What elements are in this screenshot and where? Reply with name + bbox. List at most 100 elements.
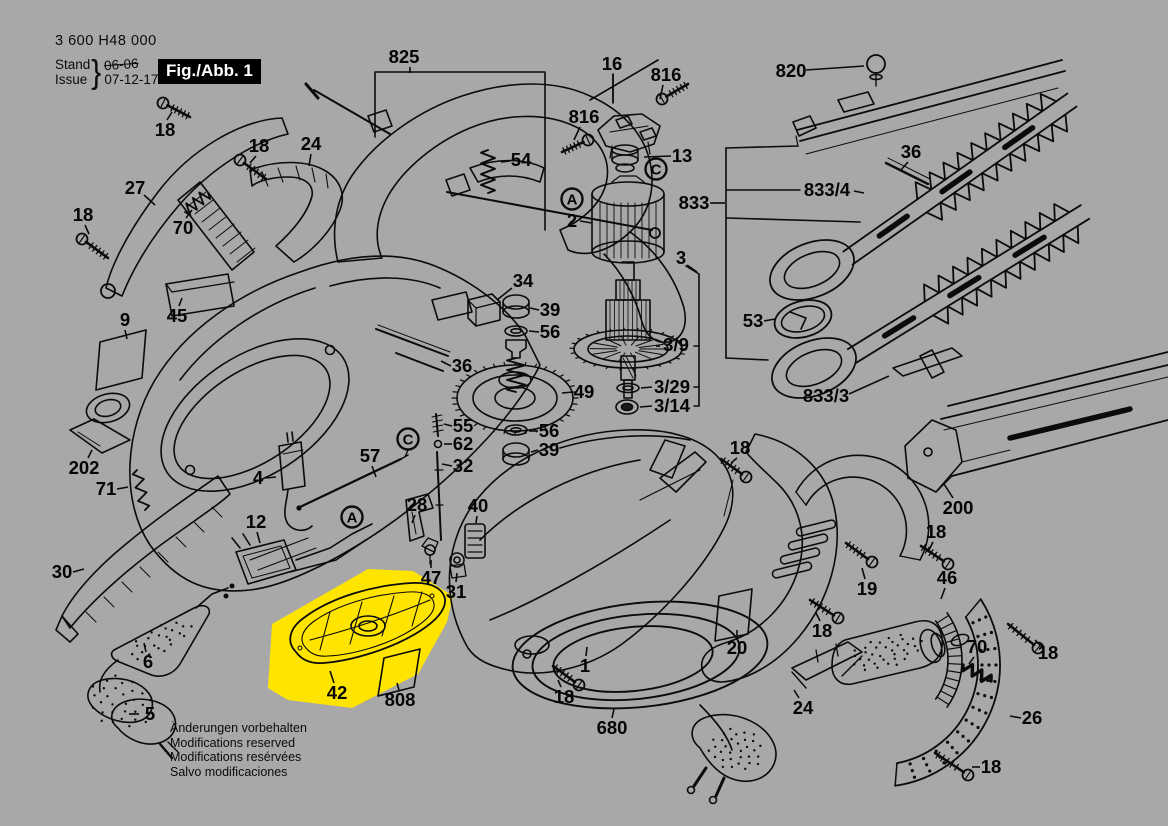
part-label-9[interactable]: 9 [120, 309, 130, 330]
note-de: Änderungen vorbehalten [170, 721, 307, 735]
part-label-28[interactable]: 28 [407, 494, 428, 515]
leader-line [529, 307, 540, 311]
leader-line [178, 297, 183, 307]
part-label-820[interactable]: 820 [776, 60, 807, 81]
part-label-1[interactable]: 1 [580, 655, 590, 676]
part-label-45[interactable]: 45 [167, 305, 188, 326]
leader-line [396, 682, 400, 691]
part-label-56[interactable]: 56 [539, 420, 560, 441]
part-label-24[interactable]: 24 [301, 133, 322, 154]
leader-line [805, 65, 865, 71]
part-label-200[interactable]: 200 [943, 497, 974, 518]
type-number: 3 600 H48 000 [55, 33, 157, 49]
part-label-62[interactable]: 62 [453, 433, 474, 454]
leader-line [72, 568, 85, 573]
part-label-3/14[interactable]: 3/14 [654, 395, 691, 416]
leader-line [730, 457, 738, 464]
part-label-31[interactable]: 31 [446, 581, 467, 602]
leader-line [143, 194, 156, 206]
part-label-3/9[interactable]: 3/9 [663, 334, 689, 355]
leader-line [968, 656, 975, 665]
part-label-16[interactable]: 16 [602, 53, 623, 74]
part-label-825[interactable]: 825 [389, 46, 420, 67]
part-label-20[interactable]: 20 [727, 637, 748, 658]
part-label-56[interactable]: 56 [540, 321, 561, 342]
part-label-18[interactable]: 18 [981, 756, 1002, 777]
leader-line [308, 153, 312, 167]
leader-line [185, 209, 193, 219]
part-label-833[interactable]: 833 [679, 192, 710, 213]
part-label-13[interactable]: 13 [672, 145, 693, 166]
part-label-680[interactable]: 680 [597, 717, 628, 738]
part-label-39[interactable]: 39 [540, 299, 561, 320]
part-label-18[interactable]: 18 [926, 521, 947, 542]
leader-line [455, 572, 458, 583]
part-label-36[interactable]: 36 [901, 141, 922, 162]
part-label-833/3[interactable]: 833/3 [803, 385, 849, 406]
part-label-30[interactable]: 30 [52, 561, 73, 582]
leader-line [763, 318, 776, 322]
part-label-39[interactable]: 39 [539, 439, 560, 460]
part-label-40[interactable]: 40 [468, 495, 489, 516]
detail-marker-C: C [651, 162, 662, 179]
part-label-18[interactable]: 18 [249, 135, 270, 156]
part-label-27[interactable]: 27 [125, 177, 146, 198]
part-label-57[interactable]: 57 [360, 445, 381, 466]
part-label-32[interactable]: 32 [453, 455, 474, 476]
part-label-202[interactable]: 202 [69, 457, 100, 478]
part-label-12[interactable]: 12 [246, 511, 267, 532]
leader-line [815, 612, 821, 622]
figure-label: Fig./Abb. 1 [158, 59, 261, 84]
part-label-19[interactable]: 19 [857, 578, 878, 599]
leader-line [528, 330, 540, 333]
part-label-47[interactable]: 47 [421, 567, 442, 588]
detail-marker-C: C [403, 432, 414, 449]
part-label-55[interactable]: 55 [453, 415, 474, 436]
part-label-49[interactable]: 49 [574, 381, 595, 402]
highlight-region-part-42[interactable] [268, 569, 453, 708]
part-label-18[interactable]: 18 [730, 437, 751, 458]
leader-line [116, 486, 129, 490]
detail-marker-circle-C [396, 427, 420, 451]
leader-line [443, 423, 453, 427]
leader-line [371, 465, 377, 478]
part-label-18[interactable]: 18 [812, 620, 833, 641]
part-label-18[interactable]: 18 [1038, 642, 1059, 663]
part-label-54[interactable]: 54 [511, 149, 532, 170]
part-label-3/29[interactable]: 3/29 [654, 376, 690, 397]
part-label-4[interactable]: 4 [253, 467, 264, 488]
part-label-24[interactable]: 24 [793, 697, 814, 718]
part-label-71[interactable]: 71 [96, 478, 117, 499]
leader-line [530, 449, 539, 453]
part-label-5[interactable]: 5 [145, 703, 155, 724]
part-label-833/4[interactable]: 833/4 [804, 179, 851, 200]
leader-line [1034, 639, 1043, 648]
part-label-18[interactable]: 18 [554, 686, 575, 707]
part-label-46[interactable]: 46 [937, 567, 958, 588]
part-label-816[interactable]: 816 [651, 64, 682, 85]
part-label-53[interactable]: 53 [743, 310, 764, 331]
part-label-808[interactable]: 808 [385, 689, 416, 710]
leader-line [861, 567, 866, 580]
leader-line [441, 463, 453, 467]
leader-line [440, 360, 452, 367]
part-label-18[interactable]: 18 [155, 119, 176, 140]
revision-block: Stand Issue } 06-06 07-12-17 [55, 56, 158, 89]
part-label-42[interactable]: 42 [327, 682, 348, 703]
part-label-3[interactable]: 3 [676, 247, 686, 268]
part-label-70[interactable]: 70 [967, 636, 988, 657]
part-label-18[interactable]: 18 [73, 204, 94, 225]
leader-line [573, 126, 581, 141]
part-label-26[interactable]: 26 [1022, 707, 1043, 728]
part-label-2[interactable]: 2 [567, 210, 577, 231]
part-label-34[interactable]: 34 [513, 270, 534, 291]
part-label-36[interactable]: 36 [452, 355, 473, 376]
detail-marker-A: A [567, 192, 578, 209]
leader-line [561, 391, 574, 394]
part-label-816[interactable]: 816 [569, 106, 600, 127]
leader-line [475, 515, 478, 524]
part-label-70[interactable]: 70 [173, 217, 194, 238]
part-label-6[interactable]: 6 [143, 651, 153, 672]
